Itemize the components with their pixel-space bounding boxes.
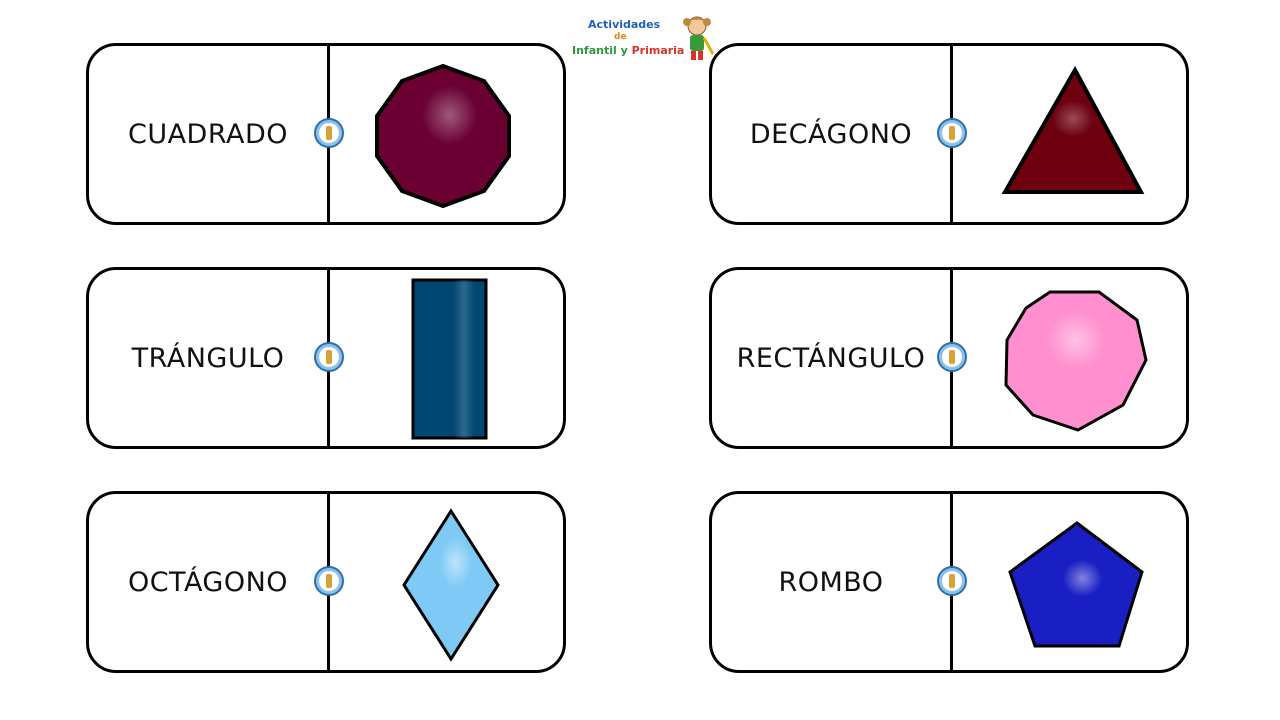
- card-3-label: TRÁNGULO: [131, 342, 285, 374]
- brand-logo: Actividades de Infantil y Primaria: [566, 14, 716, 64]
- logo-coin-icon: [314, 118, 344, 148]
- logo-coin-icon: [314, 342, 344, 372]
- card-4-label: RECTÁNGULO: [736, 342, 926, 374]
- domino-card-6: ROMBO: [709, 491, 1189, 673]
- logo-line-3-b: Primaria: [631, 44, 685, 57]
- decagon-shape: [375, 63, 511, 209]
- card-6-label: ROMBO: [778, 566, 884, 598]
- logo-line-1: Actividades: [588, 18, 661, 31]
- rhombus-shape: [402, 508, 500, 662]
- logo-line-3: Infantil y Primaria: [572, 44, 684, 57]
- logo-coin-icon: [937, 566, 967, 596]
- logo-coin-icon: [314, 566, 344, 596]
- logo-coin-icon: [937, 342, 967, 372]
- domino-card-3: TRÁNGULO: [86, 267, 566, 449]
- domino-card-4: RECTÁNGULO: [709, 267, 1189, 449]
- domino-card-2: DECÁGONO: [709, 43, 1189, 225]
- card-5-label: OCTÁGONO: [127, 566, 289, 598]
- child-mascot-icon: [683, 16, 715, 60]
- logo-coin-icon: [937, 118, 967, 148]
- card-1-label: CUADRADO: [127, 118, 289, 150]
- card-2-label: DECÁGONO: [749, 118, 913, 150]
- domino-card-5: OCTÁGONO: [86, 491, 566, 673]
- pentagon-shape: [1008, 521, 1144, 648]
- logo-line-2: de: [614, 32, 627, 42]
- logo-line-3-a: Infantil y: [572, 44, 632, 57]
- octagon-shape: [1004, 290, 1148, 432]
- rectangle-shape: [411, 278, 488, 440]
- triangle-shape: [1001, 65, 1145, 194]
- domino-card-1: CUADRADO: [86, 43, 566, 225]
